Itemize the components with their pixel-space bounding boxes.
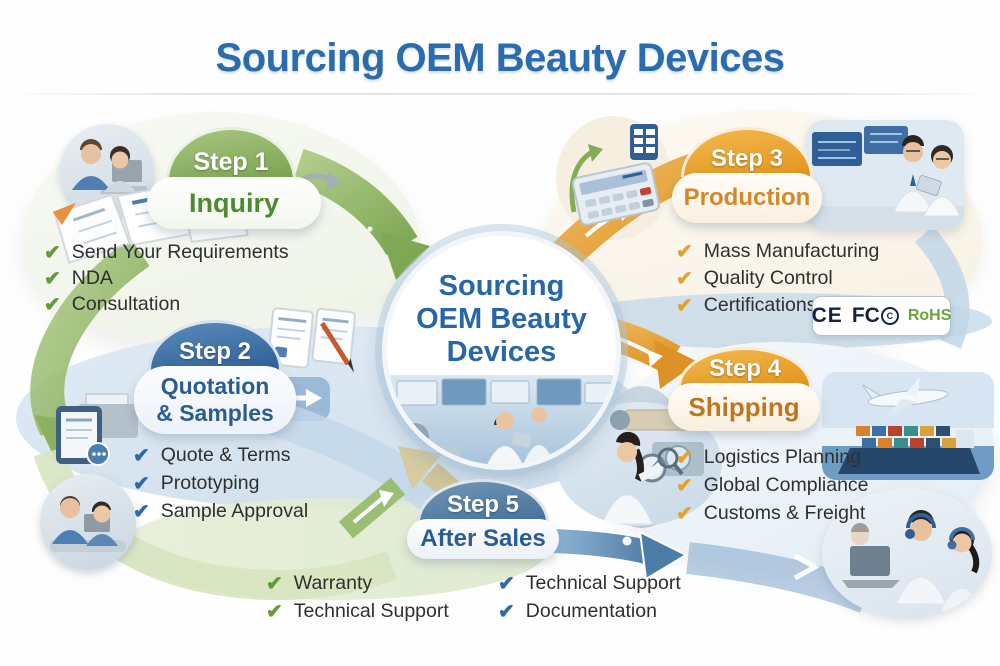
step1-name: Inquiry: [188, 187, 279, 218]
check-icon: ✔: [44, 267, 61, 290]
check-icon: ✔: [266, 600, 283, 623]
check-icon: ✔: [676, 474, 693, 497]
step2-item-2-label: Prototyping: [160, 472, 260, 494]
center-line-2: OEM Beauty: [416, 303, 587, 335]
check-icon: ✔: [676, 267, 693, 290]
check-icon: ✔: [676, 294, 693, 317]
check-icon: ✔: [676, 502, 693, 525]
step5-left-item-2: ✔ Technical Support: [266, 600, 449, 623]
production-lab-photo: [806, 120, 964, 230]
step4-badge-label: Step 4: [708, 355, 782, 382]
center-line-3: Devices: [446, 336, 557, 368]
step3-badge-label: Step 3: [710, 145, 784, 172]
step2-item-3: ✔ Sample Approval: [133, 500, 308, 523]
step1-item-1: ✔ Send Your Requirements: [44, 241, 289, 264]
check-icon: ✔: [266, 572, 283, 595]
step1-name-pill: Inquiry: [147, 177, 321, 229]
title-divider: [0, 93, 1000, 95]
step1-item-1-label: Send Your Requirements: [71, 241, 289, 263]
step4-item-1: ✔ Logistics Planning: [676, 446, 861, 469]
check-icon: ✔: [498, 600, 515, 623]
calculator-illustration: [566, 122, 670, 232]
step5-right-item-2-label: Documentation: [525, 600, 657, 622]
fcc-letters: FC: [851, 304, 880, 327]
step3-name: Production: [683, 184, 811, 211]
step1-item-3-label: Consultation: [71, 293, 181, 315]
step4-item-1-label: Logistics Planning: [703, 446, 861, 468]
step2-name-line1: Quotation: [160, 373, 270, 399]
plane-and-ship-photo: [822, 372, 994, 480]
step1-item-2: ✔ NDA: [44, 267, 113, 290]
step5-right-item-2: ✔ Documentation: [498, 600, 657, 623]
step2-item-2: ✔ Prototyping: [133, 472, 259, 495]
check-icon: ✔: [44, 241, 61, 264]
step4-item-3: ✔ Customs & Freight: [676, 502, 865, 525]
arrow-step1-to-center: [292, 148, 430, 280]
step2-badge-label: Step 2: [178, 338, 252, 365]
step5-left-item-2-label: Technical Support: [293, 600, 449, 622]
center-title: Sourcing OEM Beauty Devices: [387, 270, 616, 369]
step5-name: After Sales: [420, 525, 546, 552]
step3-item-3-label: Certifications: [703, 294, 817, 316]
step4-name-pill: Shipping: [668, 383, 820, 431]
check-icon: ✔: [44, 293, 61, 316]
step3-item-1: ✔ Mass Manufacturing: [676, 240, 879, 263]
check-icon: ✔: [676, 446, 693, 469]
step4-item-2-label: Global Compliance: [703, 474, 869, 496]
step1-badge: Step 1: [166, 127, 296, 181]
rohs-mark: RoHS: [907, 307, 952, 324]
check-icon: ✔: [133, 500, 150, 523]
check-icon: ✔: [676, 240, 693, 263]
support-team-photo: [822, 488, 992, 618]
quotation-documents-illustration: [258, 301, 361, 385]
small-green-arrow-to-calculator-icon: [569, 144, 603, 213]
step3-item-2-label: Quality Control: [703, 267, 833, 289]
ce-mark: CE: [811, 304, 843, 327]
step5-badge-label: Step 5: [446, 491, 520, 518]
step4-name: Shipping: [688, 391, 800, 422]
center-hub: Sourcing OEM Beauty Devices: [382, 231, 621, 470]
step5-right-item-1: ✔ Technical Support: [498, 572, 681, 595]
step1-badge-label: Step 1: [193, 148, 269, 176]
fcc-circle-c-icon: C: [880, 307, 899, 325]
blue-right-arc: [914, 226, 970, 349]
step3-item-1-label: Mass Manufacturing: [703, 240, 880, 262]
step5-name-pill: After Sales: [407, 519, 559, 559]
step3-item-3: ✔ Certifications: [676, 294, 816, 317]
step4-item-2: ✔ Global Compliance: [676, 474, 869, 497]
step3-name-pill: Production: [672, 173, 822, 223]
step4-item-3-label: Customs & Freight: [703, 502, 866, 524]
page-title: Sourcing OEM Beauty Devices: [215, 36, 785, 80]
step5-left-item-1-label: Warranty: [293, 572, 373, 594]
check-icon: ✔: [133, 472, 150, 495]
step1-item-3: ✔ Consultation: [44, 293, 180, 316]
quotation-team-photo: [40, 474, 136, 570]
step1-item-2-label: NDA: [71, 267, 113, 289]
check-icon: ✔: [133, 444, 150, 467]
step3-item-2: ✔ Quality Control: [676, 267, 833, 290]
step2-item-1-label: Quote & Terms: [160, 444, 291, 466]
step2-item-1: ✔ Quote & Terms: [133, 444, 290, 467]
tablet-printer-illustration: [52, 388, 148, 470]
center-line-1: Sourcing: [438, 270, 565, 302]
step2-item-3-label: Sample Approval: [160, 500, 309, 522]
factory-photo: [387, 375, 616, 465]
step5-right-item-1-label: Technical Support: [525, 572, 681, 594]
step2-name-line2: & Samples: [156, 400, 274, 426]
check-icon: ✔: [498, 572, 515, 595]
step2-name-pill: Quotation & Samples: [134, 366, 296, 434]
green-arrow-into-step5: [338, 477, 406, 539]
step5-left-item-1: ✔ Warranty: [266, 572, 372, 595]
